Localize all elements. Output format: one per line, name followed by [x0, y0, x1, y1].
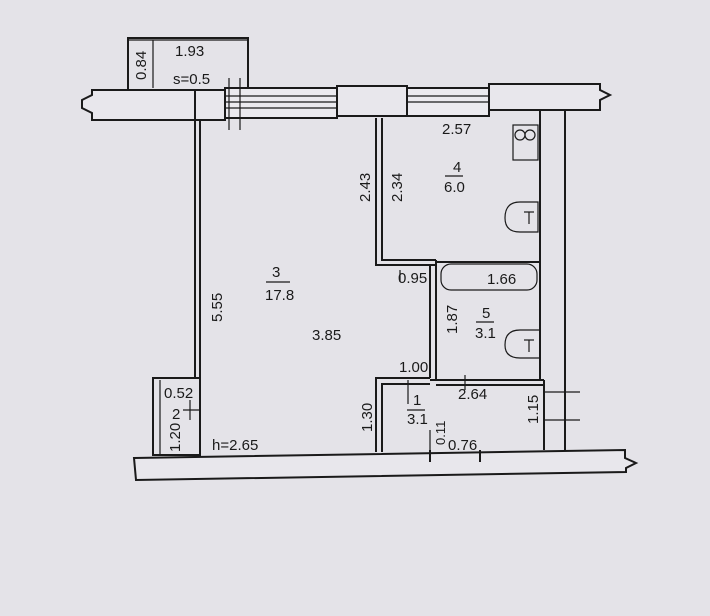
- bottom-wall: [132, 448, 639, 482]
- room4-area: 6.0: [444, 179, 465, 196]
- room5-number: 5: [482, 305, 490, 322]
- room4-height-inner-label: 2.34: [389, 173, 406, 202]
- room1-small-dim-label: 0.11: [433, 421, 448, 445]
- stove-icon: [512, 124, 539, 161]
- room1-depth-label: 1.00: [399, 359, 428, 376]
- balcony: [127, 37, 249, 91]
- room3-area: 17.8: [265, 287, 294, 304]
- top-wall: [81, 78, 613, 130]
- room1-number: 1: [413, 392, 421, 409]
- room2-depth-label: 1.20: [167, 423, 184, 452]
- room3-door-width-label: 0.95: [398, 270, 427, 287]
- room1-door-width-label: 0.76: [448, 437, 477, 454]
- left-wall: [152, 120, 201, 456]
- room3-wall-seg-label: 1.30: [359, 403, 376, 432]
- right-wall: [539, 110, 580, 450]
- room5-depth-label: 1.87: [444, 305, 461, 334]
- room5-width-label: 1.66: [487, 271, 516, 288]
- room4-width-label: 2.57: [442, 121, 471, 138]
- balcony-area-label: s=0.5: [173, 71, 210, 88]
- ceiling-height-label: h=2.65: [212, 437, 258, 454]
- room2-width-label: 0.52: [164, 385, 193, 402]
- room1-side-dim-label: 1.15: [525, 395, 542, 424]
- balcony-width-label: 1.93: [175, 43, 204, 60]
- room2-number: 2: [172, 406, 180, 423]
- room5-area: 3.1: [475, 325, 496, 342]
- bathtub-icon: [440, 263, 538, 291]
- balcony-depth-label: 0.84: [133, 51, 150, 80]
- sink-icon: [504, 201, 539, 233]
- partitions: [375, 118, 545, 452]
- room1-area: 3.1: [407, 411, 428, 428]
- room3-length-label: 5.55: [209, 293, 226, 322]
- room3-width-label: 3.85: [312, 327, 341, 344]
- room4-number: 4: [453, 159, 461, 176]
- washbasin-icon: [504, 329, 541, 359]
- room1-width-label: 2.64: [458, 386, 487, 403]
- room4-height-outer-label: 2.43: [357, 173, 374, 202]
- room3-number: 3: [272, 264, 280, 281]
